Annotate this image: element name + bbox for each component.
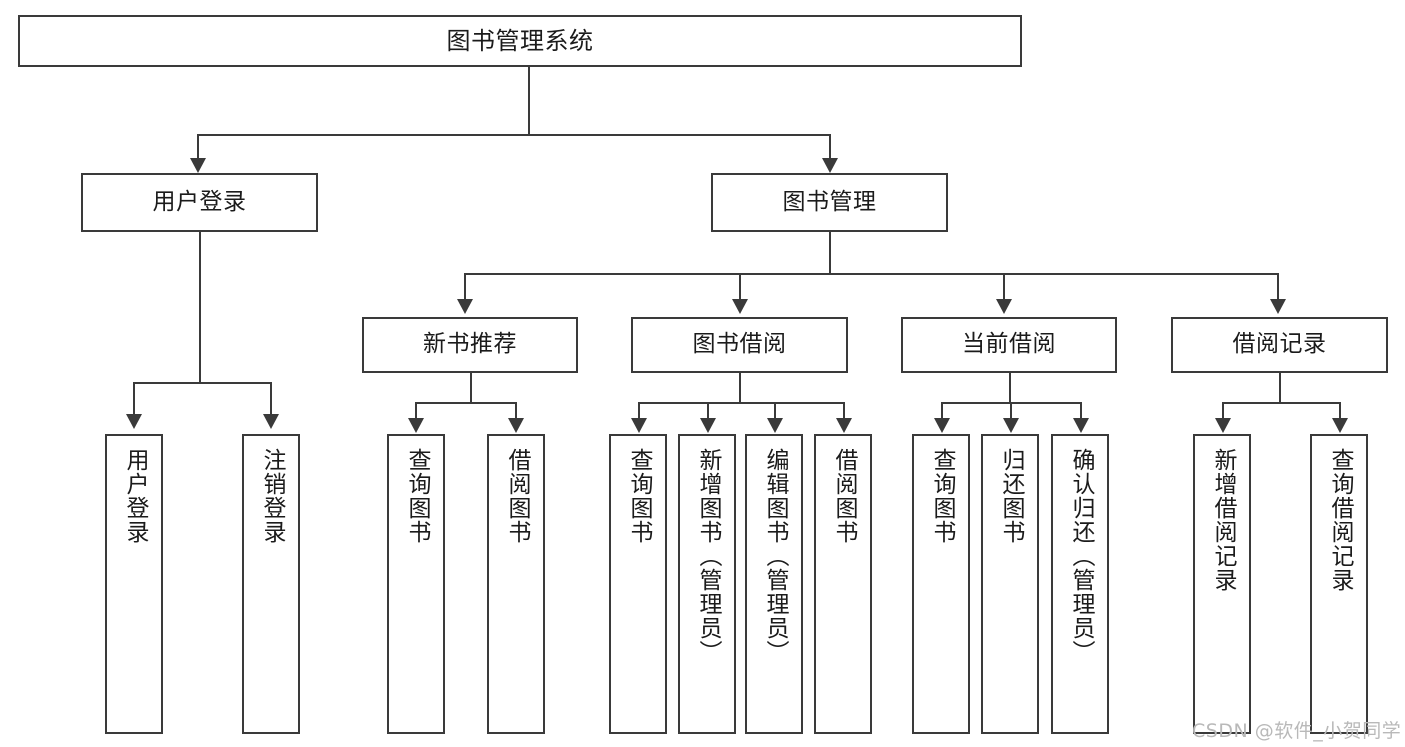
connector-currentborrow-to-leaf2 — [1010, 402, 1012, 420]
node-label: 查询借阅记录 — [1326, 448, 1353, 592]
connector-bookborrow-bus — [638, 402, 843, 404]
connector-currentborrow-to-leaf3 — [1080, 402, 1082, 420]
arrow-userlogin-to-leaf1 — [126, 414, 142, 429]
arrow-bookborrow-to-leaf4 — [836, 418, 852, 433]
connector-root-to-bookmgmt — [829, 134, 831, 160]
connector-userlogin-to-leaf1 — [133, 382, 135, 416]
arrow-borrowrecord-to-leaf1 — [1215, 418, 1231, 433]
connector-newbook-to-leaf1 — [415, 402, 417, 420]
leaf-query-book-current[interactable]: 查询图书 — [912, 434, 970, 734]
arrow-bookborrow-to-leaf1 — [631, 418, 647, 433]
arrow-bookborrow-to-leaf3 — [767, 418, 783, 433]
connector-newbook-bus — [415, 402, 515, 404]
node-label: 用户登录 — [152, 188, 247, 215]
node-label: 图书管理 — [782, 188, 877, 215]
leaf-borrow-book[interactable]: 借阅图书 — [814, 434, 872, 734]
leaf-return-book[interactable]: 归还图书 — [981, 434, 1039, 734]
node-label: 借阅记录 — [1232, 331, 1327, 358]
leaf-add-borrow-record[interactable]: 新增借阅记录 — [1193, 434, 1251, 734]
node-label: 新增借阅记录 — [1209, 448, 1236, 592]
node-book-borrow[interactable]: 图书借阅 — [631, 317, 848, 373]
leaf-borrow-book-recommend[interactable]: 借阅图书 — [487, 434, 545, 734]
node-label: 借阅图书 — [503, 448, 530, 544]
connector-bookmgmt-bus — [464, 273, 1277, 275]
leaf-query-book-recommend[interactable]: 查询图书 — [387, 434, 445, 734]
connector-currentborrow-stem — [1009, 373, 1011, 402]
connector-bookborrow-to-leaf4 — [843, 402, 845, 420]
arrow-bookborrow-to-leaf2 — [700, 418, 716, 433]
arrow-bookmgmt-to-record — [1270, 299, 1286, 314]
connector-userlogin-to-leaf2 — [270, 382, 272, 416]
node-label: 新增图书（管理员） — [694, 448, 721, 664]
node-label: 归还图书 — [997, 448, 1024, 544]
connector-borrowrecord-to-leaf1 — [1222, 402, 1224, 420]
leaf-edit-book-admin[interactable]: 编辑图书（管理员） — [745, 434, 803, 734]
node-label: 新书推荐 — [423, 331, 517, 358]
connector-bookborrow-to-leaf2 — [707, 402, 709, 420]
connector-bookmgmt-stem — [829, 232, 831, 273]
node-borrow-record[interactable]: 借阅记录 — [1171, 317, 1388, 373]
connector-userlogin-bus — [133, 382, 270, 384]
arrow-userlogin-to-leaf2 — [263, 414, 279, 429]
connector-bookborrow-to-leaf3 — [774, 402, 776, 420]
leaf-logout[interactable]: 注销登录 — [242, 434, 300, 734]
node-new-book-recommend[interactable]: 新书推荐 — [362, 317, 578, 373]
connector-root-to-userlogin — [197, 134, 199, 160]
connector-borrowrecord-bus — [1222, 402, 1339, 404]
connector-bookmgmt-to-record — [1277, 273, 1279, 301]
arrow-currentborrow-to-leaf2 — [1003, 418, 1019, 433]
node-user-login[interactable]: 用户登录 — [81, 173, 318, 232]
leaf-query-book-borrow[interactable]: 查询图书 — [609, 434, 667, 734]
leaf-user-login[interactable]: 用户登录 — [105, 434, 163, 734]
connector-currentborrow-to-leaf1 — [941, 402, 943, 420]
connector-root-bus — [197, 134, 831, 136]
node-label: 当前借阅 — [962, 331, 1056, 358]
node-label: 查询图书 — [403, 448, 430, 544]
node-label: 编辑图书（管理员） — [761, 448, 788, 664]
node-label: 用户登录 — [121, 448, 148, 544]
arrow-newbook-to-leaf2 — [508, 418, 524, 433]
arrow-bookmgmt-to-newbook — [457, 299, 473, 314]
connector-borrowrecord-stem — [1279, 373, 1281, 402]
leaf-query-borrow-record[interactable]: 查询借阅记录 — [1310, 434, 1368, 734]
node-label: 图书管理系统 — [446, 26, 594, 55]
connector-borrowrecord-to-leaf2 — [1339, 402, 1341, 420]
arrow-currentborrow-to-leaf1 — [934, 418, 950, 433]
node-current-borrow[interactable]: 当前借阅 — [901, 317, 1117, 373]
node-label: 确认归还（管理员） — [1067, 448, 1094, 664]
arrow-newbook-to-leaf1 — [408, 418, 424, 433]
node-root-system[interactable]: 图书管理系统 — [18, 15, 1022, 67]
arrow-bookmgmt-to-borrow — [732, 299, 748, 314]
connector-bookmgmt-to-newbook — [464, 273, 466, 301]
connector-bookmgmt-to-borrow — [739, 273, 741, 301]
connector-bookborrow-stem — [739, 373, 741, 402]
leaf-confirm-return-admin[interactable]: 确认归还（管理员） — [1051, 434, 1109, 734]
node-label: 图书借阅 — [692, 331, 787, 358]
node-book-management[interactable]: 图书管理 — [711, 173, 948, 232]
leaf-add-book-admin[interactable]: 新增图书（管理员） — [678, 434, 736, 734]
csdn-watermark: CSDN @软件_小贺同学 — [1192, 720, 1402, 742]
connector-root-stem — [528, 67, 530, 134]
arrow-borrowrecord-to-leaf2 — [1332, 418, 1348, 433]
arrow-bookmgmt-to-current — [996, 299, 1012, 314]
node-label: 查询图书 — [625, 448, 652, 544]
connector-newbook-stem — [470, 373, 472, 402]
connector-userlogin-stem — [199, 232, 201, 382]
connector-newbook-to-leaf2 — [515, 402, 517, 420]
node-label: 查询图书 — [928, 448, 955, 544]
node-label: 借阅图书 — [830, 448, 857, 544]
connector-bookmgmt-to-current — [1003, 273, 1005, 301]
arrow-root-to-userlogin — [190, 158, 206, 173]
arrow-currentborrow-to-leaf3 — [1073, 418, 1089, 433]
node-label: 注销登录 — [258, 448, 285, 544]
arrow-root-to-bookmgmt — [822, 158, 838, 173]
connector-bookborrow-to-leaf1 — [638, 402, 640, 420]
